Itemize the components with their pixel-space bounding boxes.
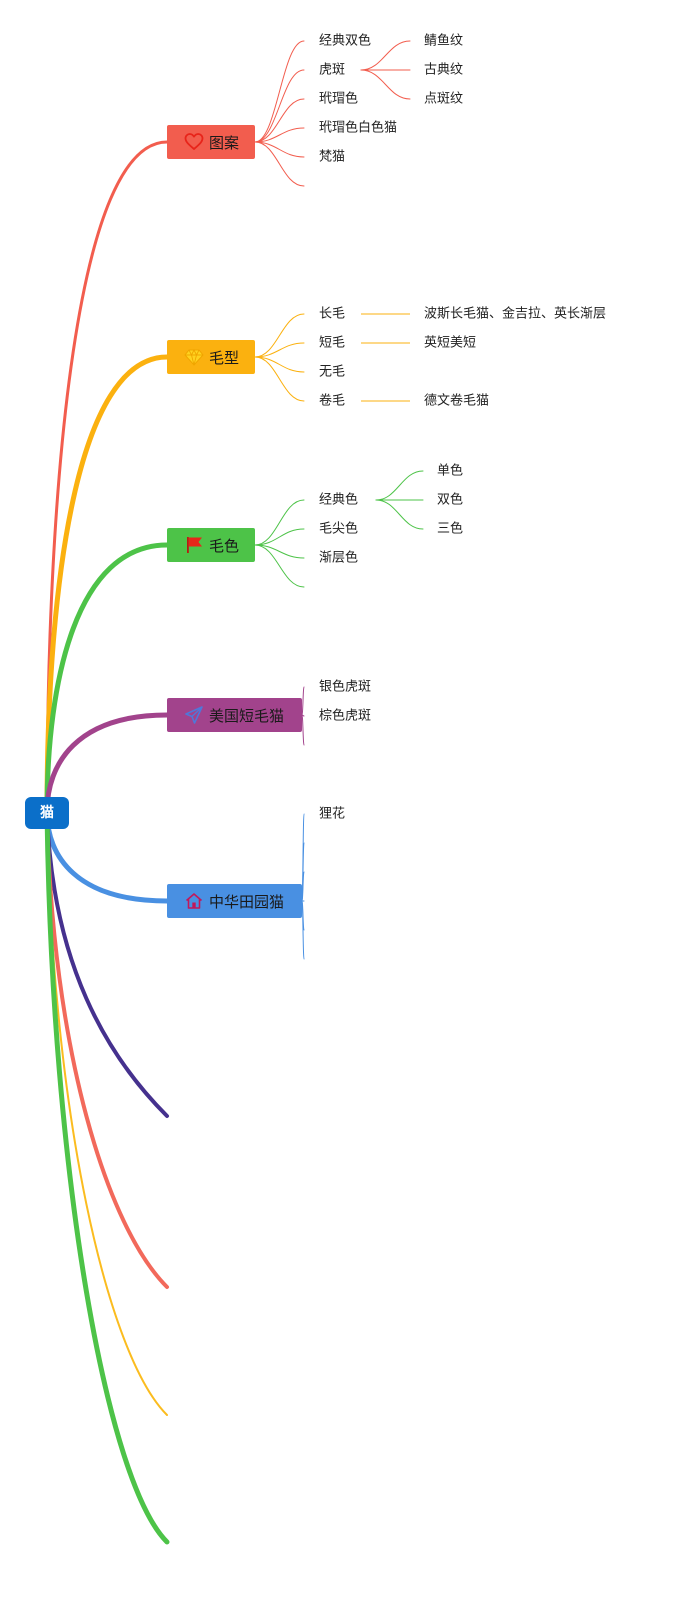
subtopic-label[interactable]: 狸花 [319, 806, 345, 822]
grandchild-label[interactable]: 波斯长毛猫、金吉拉、英长渐层 [424, 306, 606, 322]
grandchild-label[interactable]: 单色 [437, 463, 463, 479]
child-connector-1-0 [254, 313, 305, 358]
grandchild-label[interactable]: 鲭鱼纹 [424, 33, 463, 49]
child-connector-2-1 [254, 528, 305, 546]
grandchild-connector-0-1-0 [360, 40, 411, 71]
subtopic-label[interactable]: 短毛 [319, 336, 345, 351]
subtopic-label[interactable]: 经典色 [319, 492, 358, 508]
grandchild-label[interactable]: 三色 [437, 521, 463, 537]
subtopic-label[interactable]: 渐层色 [319, 550, 358, 566]
main-topic-box[interactable] [167, 340, 255, 374]
branch-connector-3 [44, 712, 170, 815]
main-topic-1[interactable]: 毛型 [167, 340, 255, 374]
subtopic-label[interactable]: 银色虎斑 [319, 679, 371, 695]
empty-branch-0 [45, 810, 169, 1118]
main-topic-0[interactable]: 图案 [167, 125, 255, 159]
child-connector-1-1 [254, 342, 305, 358]
child-connector-0-2 [254, 98, 305, 143]
subtopic-label[interactable]: 虎斑 [319, 63, 345, 78]
child-connector-0-0 [254, 40, 305, 143]
subtopic-label[interactable]: 长毛 [319, 307, 345, 322]
root-node-box[interactable] [25, 797, 69, 829]
subtopic-label[interactable]: 棕色虎斑 [319, 708, 371, 724]
child-connector-4-2 [301, 871, 305, 902]
subtopic-label[interactable]: 无毛 [319, 365, 345, 380]
main-topic-box[interactable] [167, 528, 255, 562]
main-topic-label[interactable]: 毛色 [209, 537, 239, 555]
subtopic-label[interactable]: 卷毛 [319, 393, 345, 409]
main-topic-label[interactable]: 图案 [209, 134, 239, 152]
child-connector-3-2 [301, 714, 305, 746]
main-topic-3[interactable]: 美国短毛猫 [167, 698, 302, 732]
branch-connector-1 [44, 354, 170, 815]
grandchild-label[interactable]: 点斑纹 [424, 92, 463, 107]
empty-branch-1 [45, 810, 169, 1289]
child-connector-0-3 [254, 127, 305, 143]
empty-branch-3 [44, 809, 170, 1545]
child-connector-3-0 [301, 686, 305, 716]
grandchild-label[interactable]: 德文卷毛猫 [424, 393, 489, 409]
connector-layer [44, 40, 424, 1545]
subtopic-label[interactable]: 经典双色 [319, 33, 371, 49]
subtopic-label[interactable]: 毛尖色 [319, 521, 358, 537]
root-label[interactable]: 猫 [40, 804, 54, 821]
subtopic-label[interactable]: 梵猫 [319, 150, 345, 165]
subtopic-label[interactable]: 玳瑁色白色猫 [319, 120, 397, 136]
child-connector-4-5 [301, 900, 305, 960]
main-topic-4[interactable]: 中华田园猫 [167, 884, 302, 918]
branch-connector-0 [45, 140, 169, 814]
child-connector-1-3 [254, 356, 305, 402]
subtopic-label[interactable]: 玳瑁色 [319, 91, 358, 107]
grandchild-label[interactable]: 双色 [437, 492, 463, 508]
grandchild-connector-2-0-0 [375, 470, 424, 501]
main-topic-label[interactable]: 中华田园猫 [209, 893, 284, 911]
main-topic-box[interactable] [167, 884, 302, 918]
main-topic-label[interactable]: 美国短毛猫 [209, 707, 284, 725]
main-topic-label[interactable]: 毛型 [209, 349, 239, 367]
child-connector-2-0 [254, 499, 305, 546]
child-connector-2-3 [254, 544, 305, 588]
main-topic-box[interactable] [167, 698, 302, 732]
root-node[interactable]: 猫 [25, 797, 69, 829]
child-connector-0-1 [254, 69, 305, 143]
grandchild-connector-2-0-2 [375, 499, 424, 530]
branch-connector-2 [44, 542, 170, 815]
child-connector-0-5 [254, 141, 305, 187]
grandchild-label[interactable]: 古典纹 [424, 63, 463, 78]
main-topic-2[interactable]: 毛色 [167, 528, 255, 562]
grandchild-label[interactable]: 英短美短 [424, 336, 476, 351]
grandchild-connector-0-1-2 [360, 69, 411, 100]
